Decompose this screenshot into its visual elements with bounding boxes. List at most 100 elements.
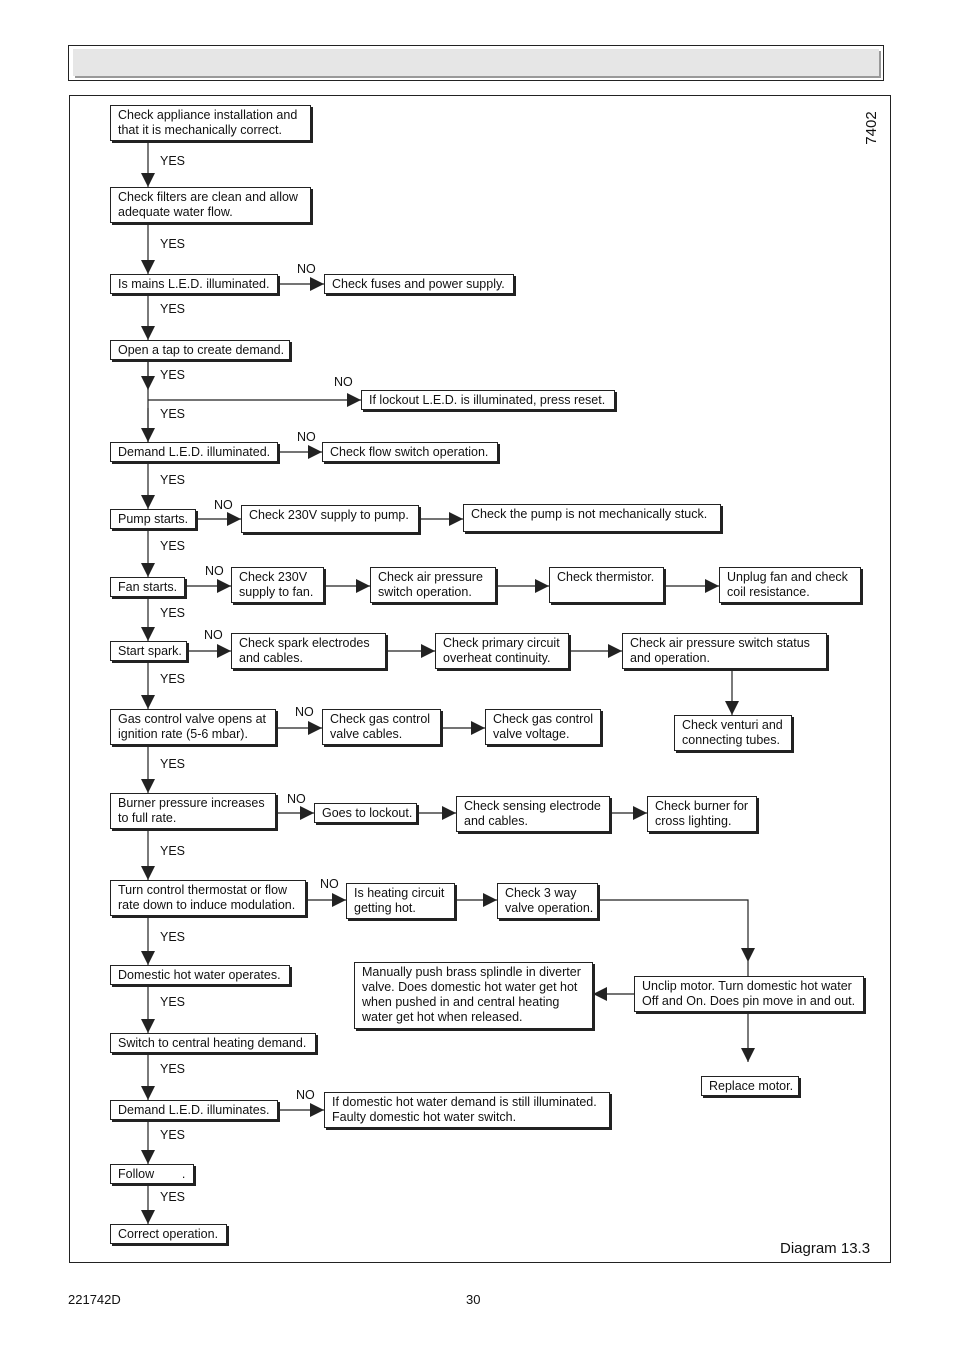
down-arrow	[141, 173, 155, 187]
no-label: NO	[205, 564, 224, 578]
yes-label: YES	[160, 995, 186, 1009]
document-number: 221742D	[68, 1292, 121, 1307]
flow-box-b4: Open a tap to create demand.	[110, 340, 290, 360]
flow-box-b15: Follow .	[110, 1164, 194, 1184]
right-arrow	[310, 277, 324, 291]
yes-label: YES	[160, 368, 186, 382]
yes-label: YES	[160, 154, 186, 168]
flow-box-b11n2: Check 3 way valve operation.	[497, 883, 598, 919]
flow-box-b11: Turn control thermostat or flow rate dow…	[110, 880, 306, 916]
down-arrow	[141, 695, 155, 709]
right-arrow	[227, 512, 241, 526]
no-label: NO	[334, 375, 353, 389]
no-label: NO	[297, 430, 316, 444]
no-label: NO	[320, 877, 339, 891]
right-arrow	[535, 579, 549, 593]
flow-box-b7n2: Check air pressure switch operation.	[370, 567, 496, 603]
down-arrow	[141, 1086, 155, 1100]
no-label: NO	[295, 705, 314, 719]
diagram-frame	[69, 95, 891, 1263]
right-arrow	[449, 512, 463, 526]
right-connector	[598, 899, 749, 976]
flow-box-b6: Pump starts.	[110, 509, 196, 529]
flow-box-b1: Check appliance installation and that it…	[110, 105, 311, 141]
yes-label: YES	[160, 1062, 186, 1076]
right-arrow	[633, 806, 647, 820]
right-arrow	[308, 445, 322, 459]
down-arrow	[141, 951, 155, 965]
down-arrow	[141, 563, 155, 577]
no-label: NO	[296, 1088, 315, 1102]
right-arrow	[356, 579, 370, 593]
flow-box-b12r: Unclip motor. Turn domestic hot water Of…	[634, 976, 864, 1012]
no-label: NO	[287, 792, 306, 806]
down-arrow	[141, 326, 155, 340]
flow-box-b9n2: Check gas control valve voltage.	[485, 709, 601, 745]
yes-label: YES	[160, 757, 186, 771]
flow-box-b3: Is mains L.E.D. illuminated.	[110, 274, 278, 294]
right-arrow	[608, 644, 622, 658]
yes-label: YES	[160, 473, 186, 487]
flow-box-b7n1: Check 230V supply to fan.	[231, 567, 324, 603]
yes-label: YES	[160, 407, 186, 421]
right-arrow	[347, 393, 361, 407]
flow-box-b6n2: Check the pump is not mechanically stuck…	[463, 504, 721, 532]
yes-label: YES	[160, 1128, 186, 1142]
down-arrow	[741, 1048, 755, 1062]
right-arrow	[705, 579, 719, 593]
right-arrow	[217, 644, 231, 658]
right-arrow	[300, 806, 314, 820]
flow-box-b10n3: Check burner for cross lighting.	[647, 796, 757, 832]
flow-box-b10n1: Goes to lockout.	[314, 803, 417, 823]
header-title	[73, 49, 879, 76]
right-arrow	[483, 893, 497, 907]
yes-label: YES	[160, 539, 186, 553]
down-arrow	[141, 1019, 155, 1033]
flow-box-b12m: Manually push brass splindle in diverter…	[354, 962, 593, 1029]
right-arrow	[442, 806, 456, 820]
header-bar	[68, 45, 884, 81]
yes-label: YES	[160, 672, 186, 686]
no-label: NO	[204, 628, 223, 642]
flow-box-b7n4: Unplug fan and check coil resistance.	[719, 567, 861, 603]
down-arrow	[141, 1210, 155, 1224]
flow-box-b13: Switch to central heating demand.	[110, 1033, 316, 1053]
right-arrow	[217, 579, 231, 593]
flow-box-b8n2: Check primary circuit overheat continuit…	[435, 633, 569, 669]
flow-box-b5: Demand L.E.D. illuminated.	[110, 442, 278, 462]
down-arrow	[141, 866, 155, 880]
flow-box-b5n: Check flow switch operation.	[322, 442, 498, 462]
down-arrow	[141, 260, 155, 274]
flow-box-b6n1: Check 230V supply to pump.	[241, 505, 419, 533]
diagram-caption: Diagram 13.3	[780, 1240, 871, 1257]
left-arrow	[593, 987, 607, 1001]
down-arrow	[741, 948, 755, 962]
right-arrow	[310, 1103, 324, 1117]
flow-box-b3n: Check fuses and power supply.	[324, 274, 514, 294]
right-arrow	[421, 644, 435, 658]
flow-box-b14: Demand L.E.D. illuminates.	[110, 1100, 278, 1120]
no-label: NO	[297, 262, 316, 276]
flow-box-b11n1: Is heating circuit getting hot.	[346, 883, 455, 919]
yes-label: YES	[160, 606, 186, 620]
no-label: NO	[214, 498, 233, 512]
down-arrow	[141, 495, 155, 509]
flow-box-b12: Domestic hot water operates.	[110, 965, 290, 985]
flow-box-b8n4: Check venturi and connecting tubes.	[674, 715, 792, 751]
yes-label: YES	[160, 237, 186, 251]
down-arrow	[725, 701, 739, 715]
right-arrow	[332, 893, 346, 907]
yes-label: YES	[160, 930, 186, 944]
flow-box-b4n: If lockout L.E.D. is illuminated, press …	[361, 390, 615, 410]
flow-box-b2: Check filters are clean and allow adequa…	[110, 187, 311, 223]
yes-label: YES	[160, 302, 186, 316]
flow-box-b9: Gas control valve opens at ignition rate…	[110, 709, 276, 745]
flow-box-b8n1: Check spark electrodes and cables.	[231, 633, 386, 669]
flow-box-b9n1: Check gas control valve cables.	[322, 709, 441, 745]
flow-box-b14n: If domestic hot water demand is still il…	[324, 1092, 610, 1128]
down-arrow	[141, 627, 155, 641]
flow-box-b10: Burner pressure increases to full rate.	[110, 793, 276, 829]
right-arrow	[471, 721, 485, 735]
down-arrow	[141, 1150, 155, 1164]
flow-box-b8n3: Check air pressure switch status and ope…	[622, 633, 827, 669]
